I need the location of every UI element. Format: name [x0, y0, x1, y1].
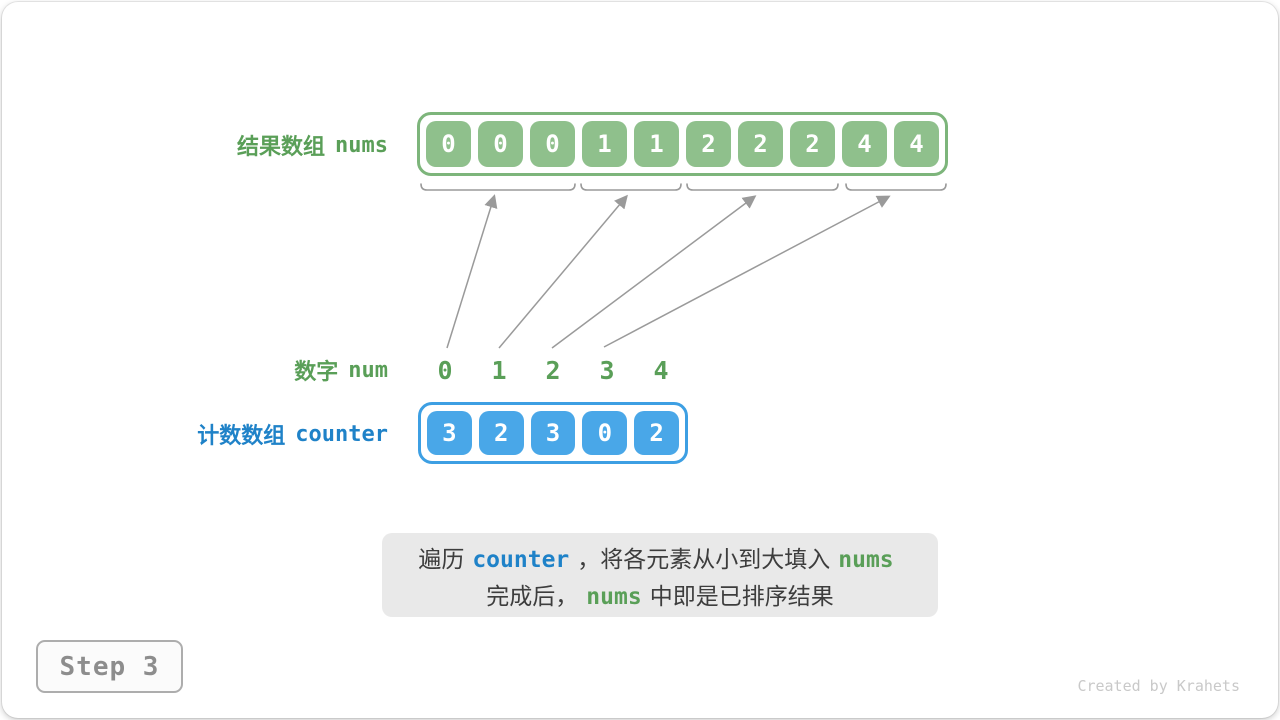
caption-code-token: counter	[472, 546, 570, 573]
num-row-label-zh: 数字	[294, 359, 339, 384]
nums-array-label-code: nums	[335, 132, 388, 158]
num-value: 3	[599, 355, 615, 385]
footer-credit: Created by Krahets	[1077, 677, 1240, 695]
nums-cell: 1	[582, 121, 627, 167]
counter-cell: 0	[582, 411, 628, 455]
nums-cell: 2	[738, 121, 783, 167]
caption-code-token: nums	[838, 546, 894, 573]
counter-cell: 2	[478, 411, 524, 455]
counter-array-label: 计数数组 counter	[60, 420, 388, 449]
num-value: 1	[491, 355, 507, 385]
caption-text: 中即是已排序结果	[649, 582, 834, 609]
nums-cell: 4	[842, 121, 887, 167]
num-value: 0	[437, 355, 453, 385]
nums-cell: 1	[634, 121, 679, 167]
num-value: 2	[545, 355, 561, 385]
nums-cell: 0	[426, 121, 471, 167]
num-row-label-code: num	[348, 357, 388, 383]
caption-text: 完成后，	[486, 582, 579, 609]
nums-cell: 2	[790, 121, 835, 167]
counter-cell: 2	[634, 411, 679, 455]
counter-array-label-code: counter	[295, 421, 388, 447]
num-value: 4	[653, 355, 669, 385]
nums-cell: 0	[478, 121, 523, 167]
caption-text: ，将各元素从小到大填入	[577, 545, 831, 572]
caption-text: 遍历	[418, 545, 465, 572]
nums-cell: 4	[894, 121, 939, 167]
counter-array-label-zh: 计数数组	[197, 423, 286, 448]
counter-cell: 3	[427, 411, 472, 455]
num-row: 0 1 2 3 4	[418, 354, 688, 386]
num-row-label: 数字 num	[60, 356, 388, 385]
nums-cell: 0	[530, 121, 575, 167]
counter-cell: 3	[530, 411, 576, 455]
caption-line-1: 遍历 counter ，将各元素从小到大填入 nums	[418, 540, 901, 574]
caption-code-token: nums	[586, 583, 642, 610]
caption-line-2: 完成后， nums 中即是已排序结果	[486, 577, 833, 611]
step-badge: Step 3	[36, 640, 183, 693]
nums-array-label: 结果数组 nums	[60, 131, 388, 160]
nums-cell: 2	[686, 121, 731, 167]
nums-array-label-zh: 结果数组	[237, 134, 326, 159]
